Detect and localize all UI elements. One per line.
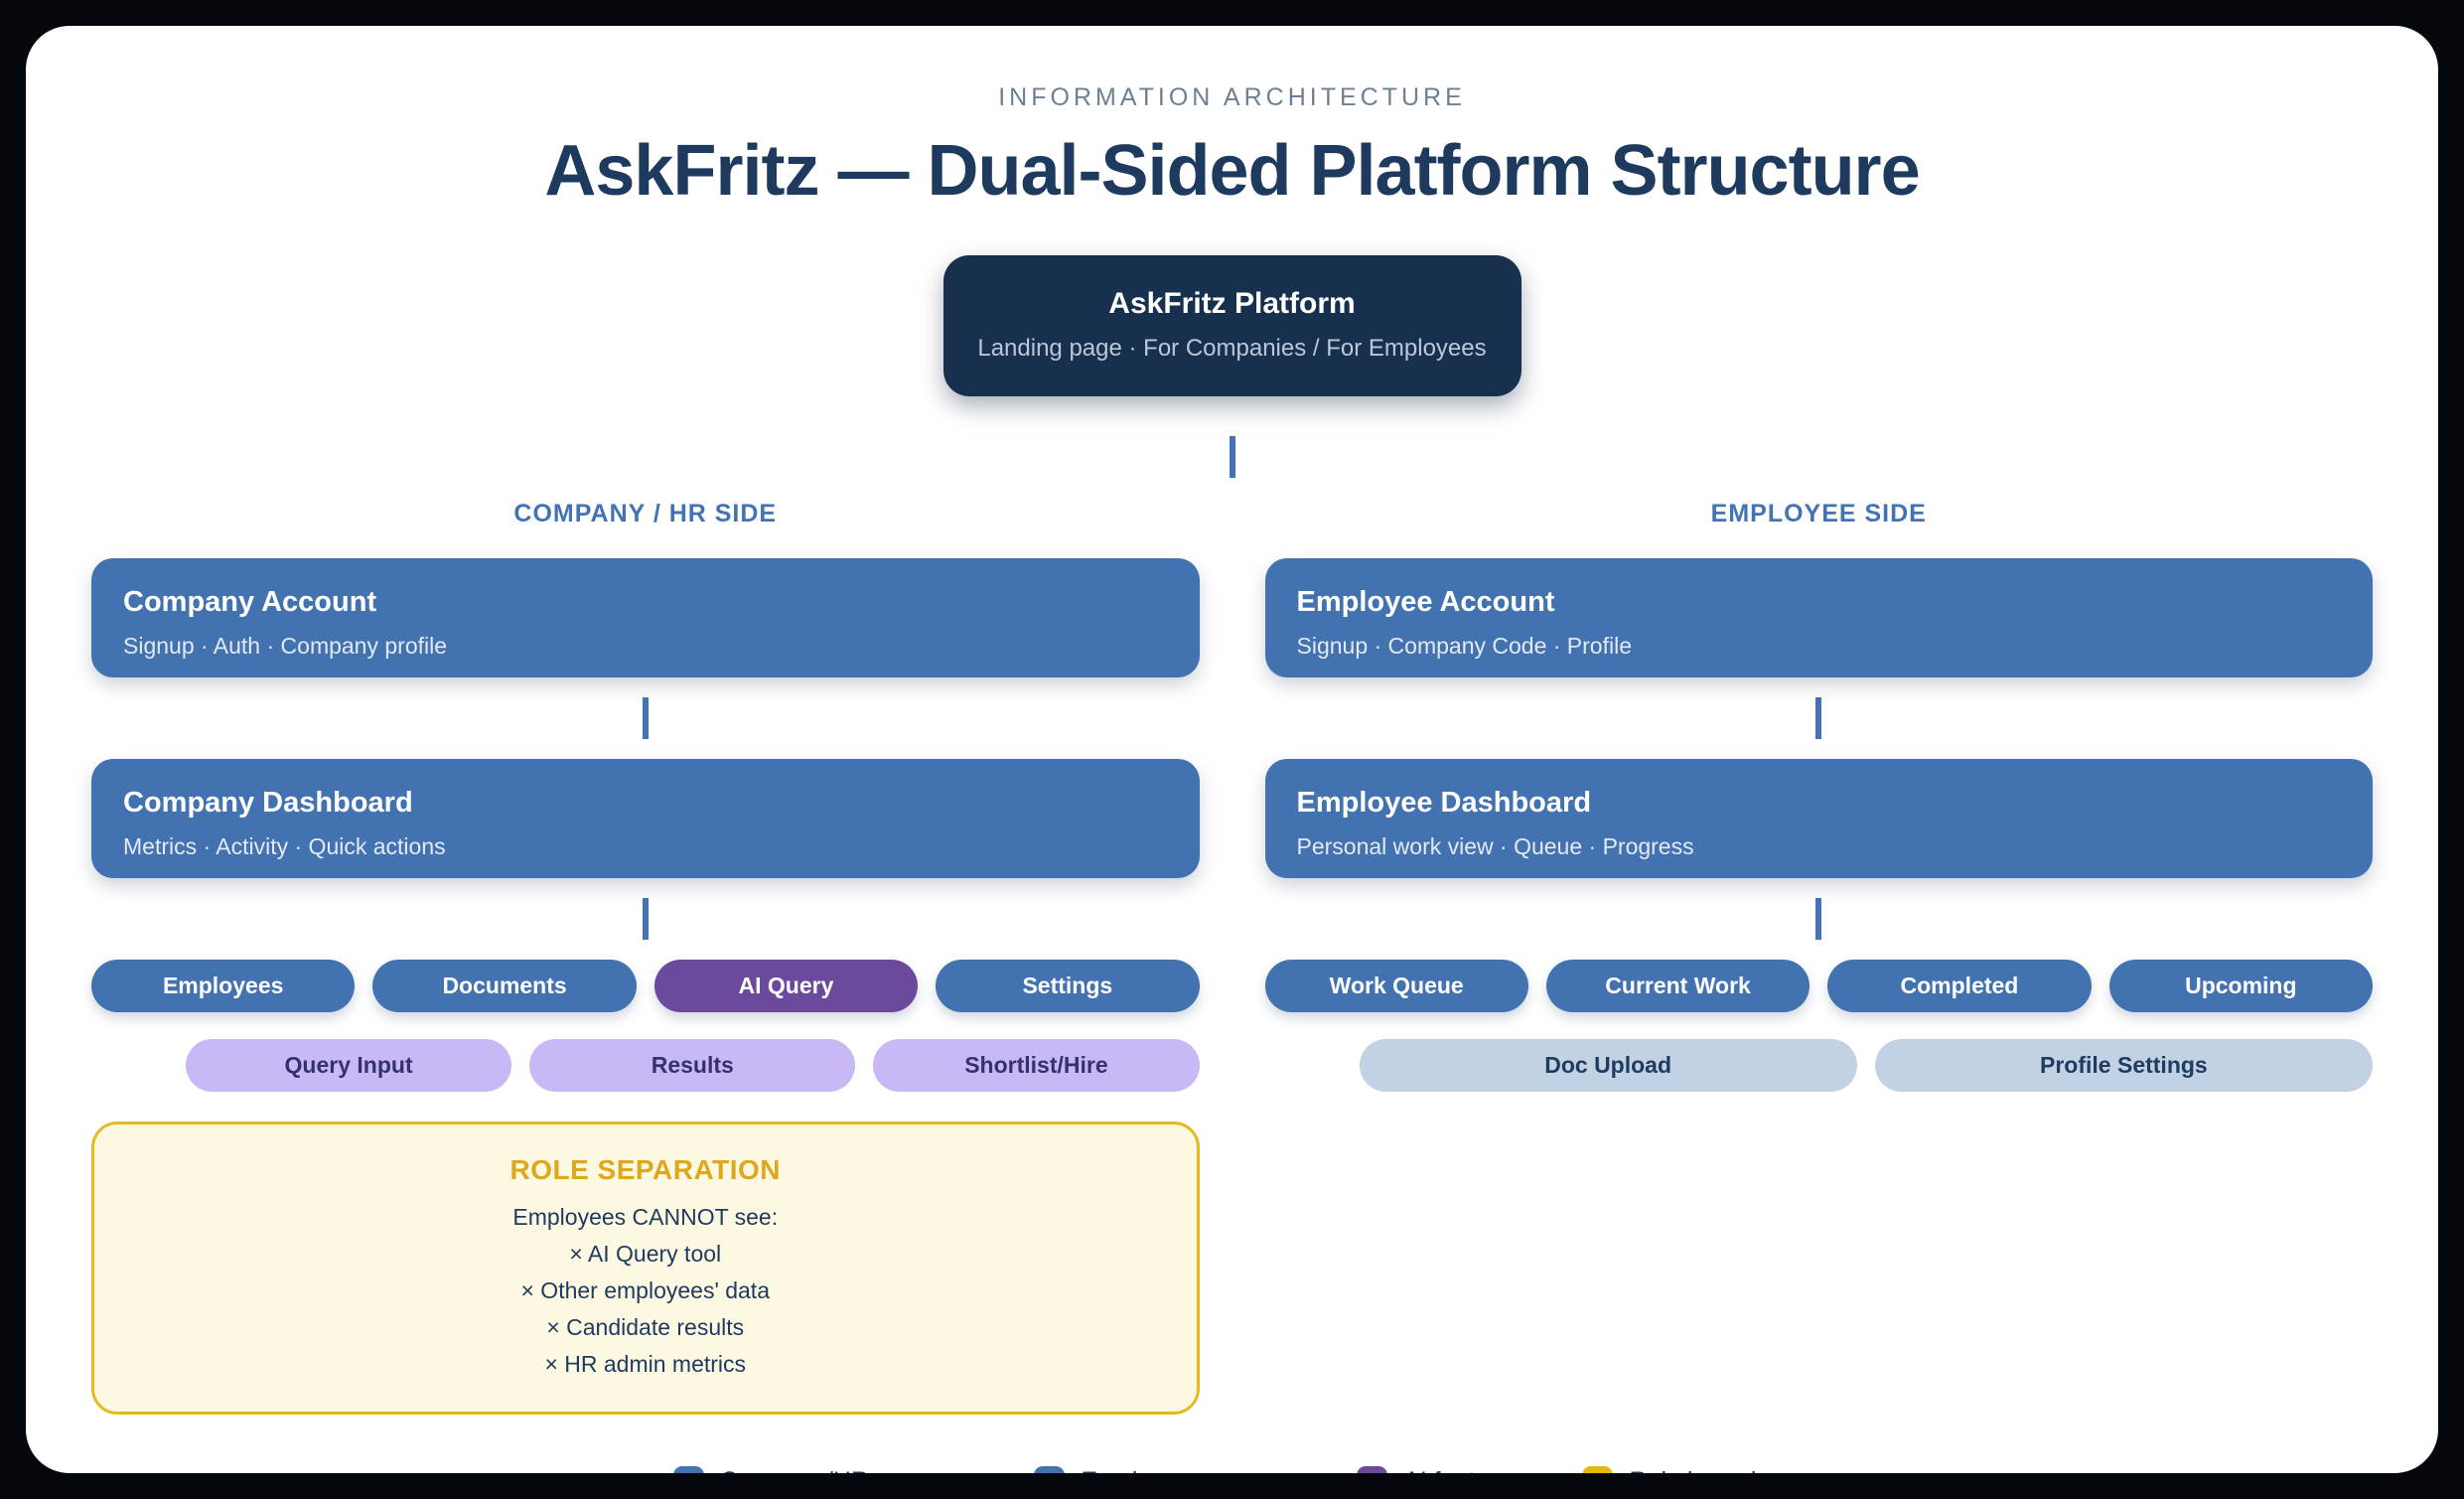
- legend-item-role-boundary: Role boundary: [1582, 1466, 1791, 1473]
- legend-swatch-role-icon: [1582, 1466, 1614, 1473]
- company-account-title: Company Account: [123, 586, 377, 618]
- tab-employees: Employees: [91, 960, 356, 1012]
- column-company: COMPANY / HR SIDE Company Account Signup…: [91, 500, 1200, 1415]
- legend-item-company-hr-screens: Company/HR screens: [672, 1466, 963, 1473]
- platform-node: AskFritz Platform Landing page · For Com…: [942, 255, 1522, 396]
- tab-upcoming: Upcoming: [2108, 960, 2373, 1012]
- employee-subtabs-row: Doc Upload Profile Settings: [1265, 1039, 2373, 1092]
- role-separation-item: × AI Query tool: [569, 1241, 722, 1267]
- subtab-results: Results: [529, 1039, 856, 1092]
- platform-node-subtitle: Landing page · For Companies / For Emplo…: [977, 335, 1487, 362]
- connector-employee-account-dashboard: [1815, 697, 1822, 739]
- employee-account-subtitle: Signup · Company Code · Profile: [1296, 633, 1633, 659]
- company-account-node: Company Account Signup · Auth · Company …: [91, 558, 1200, 677]
- diagram-canvas: INFORMATION ARCHITECTURE AskFritz — Dual…: [26, 26, 2438, 1473]
- employee-account-title: Employee Account: [1296, 586, 1555, 618]
- connector-platform: [1229, 436, 1235, 478]
- page-title: AskFritz — Dual-Sided Platform Structure: [544, 131, 1920, 211]
- tab-completed: Completed: [1827, 960, 2092, 1012]
- employee-dashboard-node: Employee Dashboard Personal work view · …: [1264, 759, 2373, 878]
- legend-label: Employee screens: [1081, 1467, 1285, 1473]
- legend-swatch-employee-icon: [1034, 1466, 1066, 1473]
- employee-dashboard-subtitle: Personal work view · Queue · Progress: [1296, 833, 1694, 859]
- ai-query-subtabs-row: Query Input Results Shortlist/Hire: [91, 1039, 1200, 1092]
- columns: COMPANY / HR SIDE Company Account Signup…: [91, 500, 2373, 1415]
- subtab-shortlist-hire: Shortlist/Hire: [873, 1039, 1200, 1092]
- legend-swatch-ai-icon: [1357, 1466, 1388, 1473]
- company-tabs-row: Employees Documents AI Query Settings: [91, 960, 1200, 1012]
- role-separation-callout: ROLE SEPARATION Employees CANNOT see: × …: [91, 1122, 1200, 1415]
- connector-company-dashboard-tabs: [642, 898, 649, 940]
- eyebrow-label: INFORMATION ARCHITECTURE: [998, 83, 1466, 111]
- legend-label: Role boundary: [1629, 1467, 1791, 1473]
- role-separation-item: × Other employees' data: [520, 1277, 770, 1303]
- legend-item-employee-screens: Employee screens: [1034, 1466, 1285, 1473]
- company-side-header: COMPANY / HR SIDE: [513, 500, 778, 527]
- subtab-doc-upload: Doc Upload: [1359, 1039, 1857, 1092]
- platform-node-wrap: AskFritz Platform Landing page · For Com…: [91, 255, 2373, 396]
- subtab-profile-settings: Profile Settings: [1874, 1039, 2373, 1092]
- role-separation-title: ROLE SEPARATION: [509, 1154, 781, 1185]
- tab-settings: Settings: [936, 960, 1200, 1012]
- employee-account-node: Employee Account Signup · Company Code ·…: [1264, 558, 2373, 677]
- company-dashboard-subtitle: Metrics · Activity · Quick actions: [123, 833, 446, 859]
- tab-ai-query: AI Query: [653, 960, 919, 1012]
- legend-label: Company/HR screens: [720, 1467, 963, 1473]
- connector-employee-dashboard-tabs: [1815, 898, 1822, 940]
- tab-documents: Documents: [372, 960, 637, 1012]
- tab-current-work: Current Work: [1545, 960, 1811, 1012]
- employee-dashboard-title: Employee Dashboard: [1296, 787, 1592, 819]
- company-dashboard-title: Company Dashboard: [123, 787, 413, 819]
- role-separation-item: × HR admin metrics: [544, 1351, 747, 1377]
- legend-label: AI feature: [1403, 1467, 1511, 1473]
- subtab-query-input: Query Input: [186, 1039, 512, 1092]
- legend: Company/HR screens Employee screens AI f…: [91, 1466, 2373, 1473]
- role-separation-intro: Employees CANNOT see:: [512, 1204, 779, 1230]
- connector-company-account-dashboard: [642, 697, 649, 739]
- platform-node-title: AskFritz Platform: [1108, 287, 1356, 320]
- tab-work-queue: Work Queue: [1264, 960, 1528, 1012]
- company-account-subtitle: Signup · Auth · Company profile: [123, 633, 448, 659]
- company-dashboard-node: Company Dashboard Metrics · Activity · Q…: [91, 759, 1200, 878]
- role-separation-item: × Candidate results: [546, 1314, 745, 1340]
- employee-side-header: EMPLOYEE SIDE: [1710, 500, 1927, 527]
- legend-swatch-company-icon: [672, 1466, 704, 1473]
- column-employee: EMPLOYEE SIDE Employee Account Signup · …: [1264, 500, 2373, 1415]
- employee-tabs-row: Work Queue Current Work Completed Upcomi…: [1264, 960, 2373, 1012]
- legend-item-ai-feature: AI feature: [1357, 1466, 1511, 1473]
